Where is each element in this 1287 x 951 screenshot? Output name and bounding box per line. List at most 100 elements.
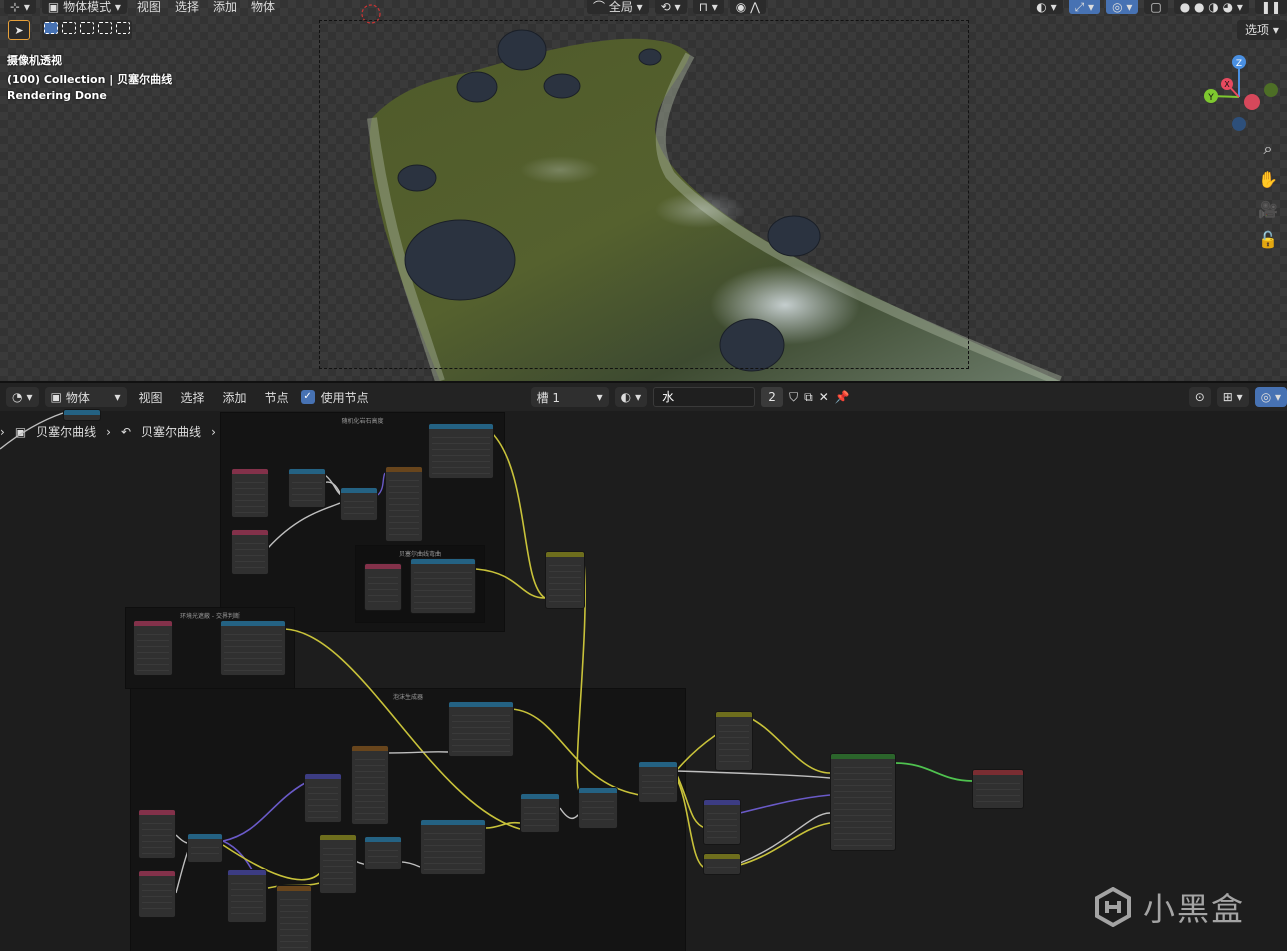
fake-user-shield-icon[interactable]: ⛉ bbox=[789, 389, 799, 404]
mode-dropdown[interactable]: ▣ 物体模式 ▾ bbox=[41, 0, 127, 14]
3d-cursor bbox=[361, 4, 381, 24]
material-output-node[interactable] bbox=[972, 769, 1024, 809]
duplicate-material-icon[interactable]: ⧉ bbox=[804, 389, 813, 404]
color-ramp-node-4[interactable] bbox=[448, 701, 514, 757]
navigation-gizmo[interactable]: Z Y X bbox=[1197, 52, 1281, 136]
svg-text:Z: Z bbox=[1236, 59, 1242, 69]
math-node-2[interactable] bbox=[364, 836, 402, 870]
breadcrumb-arrow-icon: › bbox=[0, 424, 5, 439]
select-invert-icon[interactable] bbox=[98, 22, 112, 34]
use-nodes-label: 使用节点 bbox=[320, 390, 369, 405]
mix-color-node[interactable] bbox=[715, 711, 753, 771]
principled-bsdf-node[interactable] bbox=[830, 753, 896, 851]
shading-modes[interactable]: ● ● ◑ ◕ ▾ bbox=[1173, 0, 1249, 14]
render-image bbox=[361, 4, 1062, 381]
snap-toggle[interactable]: ⊙ bbox=[1188, 387, 1211, 407]
editor-type-button[interactable]: ⊹ ▾ bbox=[4, 0, 36, 14]
node-editor-icon: ◔ bbox=[12, 390, 23, 404]
geometry-node-4[interactable] bbox=[138, 870, 176, 918]
curve-icon: ↶ bbox=[120, 424, 132, 439]
heybox-logo-icon bbox=[1095, 887, 1131, 927]
pause-button[interactable]: ❚❚ bbox=[1254, 0, 1287, 14]
breadcrumb-object[interactable]: 贝塞尔曲线 bbox=[36, 425, 97, 439]
select-new-icon[interactable] bbox=[44, 22, 58, 34]
gizmo-toggle[interactable]: ⤢ ▾ bbox=[1068, 0, 1101, 14]
texcoord-node[interactable] bbox=[364, 563, 402, 611]
select-extend-icon[interactable] bbox=[62, 22, 76, 34]
proportional-edit-toggle[interactable]: ◉ ⋀ bbox=[729, 0, 766, 14]
menu-view[interactable]: 视图 bbox=[138, 390, 163, 405]
overlay-toggle[interactable]: ◎ ▾ bbox=[1106, 0, 1139, 14]
math-node-3[interactable] bbox=[638, 761, 678, 803]
ambient-occlusion-node[interactable] bbox=[133, 620, 173, 676]
material-name-field[interactable]: 水 bbox=[653, 387, 756, 407]
camera-view-icon[interactable]: 🎥 bbox=[1258, 199, 1278, 219]
breadcrumb-arrow-icon: › bbox=[106, 424, 111, 439]
options-dropdown[interactable]: 选项 ▾ bbox=[1237, 20, 1287, 40]
toolbar-select-modes: ➤ bbox=[8, 20, 132, 40]
snap-mode-dropdown[interactable]: ⊞ ▾ bbox=[1216, 387, 1249, 407]
visibility-dropdown[interactable]: ◐ ▾ bbox=[1030, 0, 1063, 14]
svg-text:X: X bbox=[1224, 80, 1230, 89]
node-links bbox=[0, 412, 973, 894]
color-ramp-node-2[interactable] bbox=[410, 558, 476, 614]
menu-select[interactable]: 选择 bbox=[174, 0, 199, 14]
separate-xyz-node[interactable] bbox=[340, 487, 378, 521]
lock-icon[interactable]: 🔓 bbox=[1258, 229, 1278, 249]
xray-toggle[interactable]: ▢ bbox=[1144, 0, 1168, 14]
voronoi-texture-node[interactable] bbox=[351, 745, 389, 825]
bump-node[interactable] bbox=[703, 799, 741, 845]
menu-object[interactable]: 物体 bbox=[250, 0, 275, 14]
node-editor-header: ◔ ▾ ▣物体▾ 视图 选择 添加 节点 ✓ 使用节点 槽 1▾ ◐ ▾ 水 2… bbox=[0, 383, 1287, 411]
geometry-node-3[interactable] bbox=[138, 809, 176, 859]
noise-texture-node-2[interactable] bbox=[276, 885, 312, 951]
pin-icon[interactable]: 📌 bbox=[834, 390, 850, 404]
vector-math-node-2[interactable] bbox=[227, 869, 267, 923]
unlink-material-icon[interactable]: ✕ bbox=[818, 390, 829, 404]
breadcrumb-curve-data[interactable]: 贝塞尔曲线 bbox=[141, 425, 202, 439]
geometry-node-2[interactable] bbox=[231, 529, 269, 575]
math-node[interactable] bbox=[288, 468, 326, 508]
mix-node[interactable] bbox=[545, 551, 585, 609]
menu-add[interactable]: 添加 bbox=[212, 0, 237, 14]
offscreen-node[interactable] bbox=[63, 409, 101, 421]
math-multiply-node[interactable] bbox=[520, 793, 560, 833]
color-ramp-node[interactable] bbox=[428, 423, 494, 479]
3d-viewport[interactable]: ⊹ ▾ ▣ 物体模式 ▾ 视图 选择 添加 物体 ⌒ 全局 ▾ ⟲ ▾ ⊓ ▾ … bbox=[0, 0, 1287, 381]
select-subtract-icon[interactable] bbox=[80, 22, 94, 34]
pan-hand-icon[interactable]: ✋ bbox=[1258, 169, 1278, 189]
math-max-node[interactable] bbox=[578, 787, 618, 829]
overlay-toggle[interactable]: ◎ ▾ bbox=[1254, 387, 1287, 407]
watermark: 小黑盒 bbox=[1093, 884, 1245, 930]
zoom-icon[interactable]: ⌕ bbox=[1263, 139, 1273, 158]
menu-select[interactable]: 选择 bbox=[180, 390, 205, 405]
use-nodes-checkbox[interactable]: ✓ bbox=[300, 390, 315, 404]
shader-type-dropdown[interactable]: ▣物体▾ bbox=[44, 387, 127, 407]
transform-orientation-dropdown[interactable]: ⌒ 全局 ▾ bbox=[586, 0, 649, 14]
vector-math-node[interactable] bbox=[304, 773, 342, 823]
watermark-text: 小黑盒 bbox=[1143, 890, 1246, 928]
object-icon: ▣ bbox=[14, 424, 27, 439]
render-status: Rendering Done bbox=[7, 89, 107, 102]
material-users-count[interactable]: 2 bbox=[761, 387, 784, 407]
noise-texture-node[interactable] bbox=[385, 466, 423, 542]
shader-node-editor[interactable]: ◔ ▾ ▣物体▾ 视图 选择 添加 节点 ✓ 使用节点 槽 1▾ ◐ ▾ 水 2… bbox=[0, 381, 1287, 951]
menu-add[interactable]: 添加 bbox=[222, 390, 247, 405]
slot-dropdown[interactable]: 槽 1▾ bbox=[530, 387, 609, 407]
editor-type-dropdown[interactable]: ◔ ▾ bbox=[6, 387, 39, 407]
material-browse-button[interactable]: ◐ ▾ bbox=[614, 387, 648, 407]
geometry-node[interactable] bbox=[231, 468, 269, 518]
mix-node-2[interactable] bbox=[319, 834, 357, 894]
color-ramp-node-5[interactable] bbox=[420, 819, 486, 875]
select-tool-button[interactable]: ➤ bbox=[8, 20, 30, 40]
menu-view[interactable]: 视图 bbox=[136, 0, 161, 14]
math-add-node[interactable] bbox=[187, 833, 223, 863]
snap-toggle[interactable]: ⊓ ▾ bbox=[692, 0, 724, 14]
menu-node[interactable]: 节点 bbox=[264, 390, 289, 405]
select-intersect-icon[interactable] bbox=[116, 22, 130, 34]
cursor-icon: ➤ bbox=[14, 23, 24, 37]
color-ramp-node-3[interactable] bbox=[220, 620, 286, 676]
value-node[interactable] bbox=[703, 853, 741, 875]
pivot-dropdown[interactable]: ⟲ ▾ bbox=[654, 0, 687, 14]
object-icon: ▣ bbox=[50, 390, 62, 404]
